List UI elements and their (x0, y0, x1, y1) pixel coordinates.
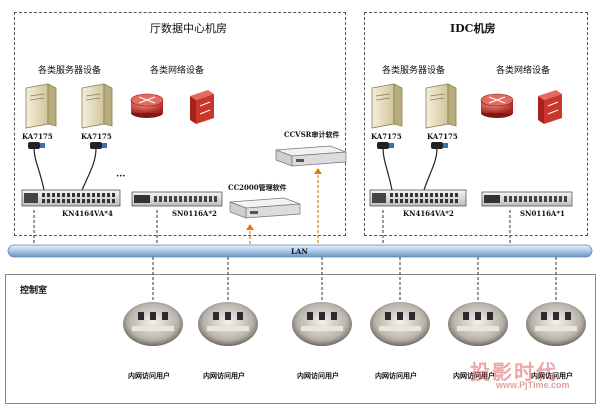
left-servers-label: 各类服务器设备 (38, 66, 102, 76)
left-network-label: 各类网络设备 (150, 66, 205, 76)
user-label: 内网访问用户 (453, 371, 495, 380)
ccvsr-label: CCVSR审计软件 (284, 130, 340, 139)
serial-switch-left (131, 191, 223, 207)
user-label: 内网访问用户 (375, 371, 417, 380)
network-switch-icon (538, 90, 562, 124)
user-label: 内网访问用户 (203, 371, 245, 380)
watermark-url: www.PjTime.com (496, 380, 570, 390)
user-label: 内网访问用户 (531, 371, 573, 380)
server-icon (81, 83, 113, 129)
watermark-text: 投影时代 (470, 360, 558, 384)
ka-label: KA7175 (22, 132, 53, 141)
serial-switch-right (481, 191, 573, 207)
control-room-label: 控制室 (20, 286, 48, 296)
router-icon (480, 93, 514, 118)
cc2000-server (229, 197, 301, 219)
idc-title: IDC机房 (450, 22, 496, 35)
data-center-title: 厅数据中心机房 (150, 22, 227, 35)
sn-right-label: SN0116A*1 (520, 209, 565, 218)
kn-right-label: KN4164VA*2 (403, 209, 454, 218)
ka-label: KA7175 (427, 132, 458, 141)
router-icon (130, 93, 164, 118)
ka-label: KA7175 (371, 132, 402, 141)
right-servers-label: 各类服务器设备 (382, 66, 446, 76)
ellipsis: ··· (116, 172, 126, 182)
control-room (5, 274, 596, 404)
user-label: 内网访问用户 (128, 371, 170, 380)
sn-left-label: SN0116A*2 (172, 209, 217, 218)
kvm-switch-left (21, 189, 121, 207)
kvm-switch-right (369, 189, 467, 207)
cc2000-label: CC2000管理软件 (228, 183, 287, 192)
server-icon (371, 83, 403, 129)
user-station-icons (123, 302, 586, 346)
right-network-label: 各类网络设备 (496, 66, 551, 76)
network-switch-icon (190, 90, 214, 124)
user-label: 内网访问用户 (297, 371, 339, 380)
kn-left-label: KN4164VA*4 (62, 209, 113, 218)
ccvsr-server (275, 145, 347, 167)
data-center-room (14, 12, 346, 236)
ka-label: KA7175 (81, 132, 112, 141)
server-icon (425, 83, 457, 129)
server-icon (25, 83, 57, 129)
idc-room (364, 12, 588, 236)
lan-label: LAN (291, 247, 308, 256)
